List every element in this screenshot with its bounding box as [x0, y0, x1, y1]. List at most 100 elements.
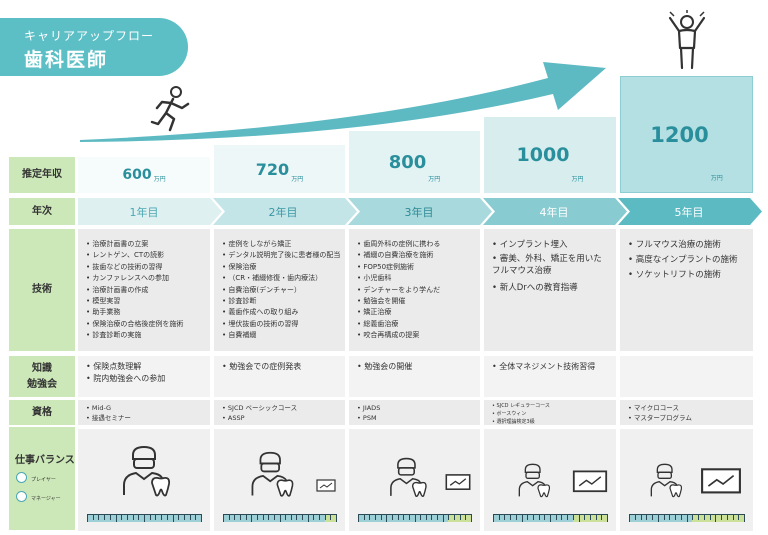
- ruler-tick: [262, 514, 264, 520]
- qualification-list: SJCD レギュラーコース ボースウィン 選択理論検定3級: [484, 400, 616, 426]
- salary-unit: 万円: [291, 176, 304, 183]
- ruler-tick: [629, 514, 630, 522]
- list-item: 勉強会を開催: [357, 296, 480, 307]
- list-item: 模型実習: [86, 296, 210, 307]
- skills-cell-1: 治療計画書の立案 レントゲン、CTの読影 抜歯などの技術の習得 カンファレンスへ…: [78, 229, 210, 351]
- ruler-tick: [437, 514, 439, 520]
- dentist-icon: [251, 451, 294, 497]
- list-item: 治療計画書の作成: [86, 285, 210, 296]
- qualification-list: JIADS PSM: [349, 400, 480, 423]
- ruler-tick: [144, 514, 145, 522]
- knowledge-cell-5: [620, 356, 753, 397]
- ruler-tick: [567, 514, 569, 520]
- list-item: インプラント埋入: [492, 238, 606, 253]
- list-item: ボースウィン: [492, 410, 616, 418]
- dentist-icon: [518, 463, 550, 498]
- ruler-tick: [493, 514, 494, 522]
- qualification-cell-2: SJCD ベーシックコース ASSP: [214, 400, 345, 425]
- ruler-tick: [228, 514, 230, 520]
- label-qualification-text: 資格: [32, 406, 52, 418]
- list-item: 勉強会の開催: [357, 361, 480, 373]
- list-item: SJCD ベーシックコース: [222, 403, 345, 413]
- list-item: 診査診断の実施: [86, 330, 210, 341]
- qualification-list: SJCD ベーシックコース ASSP: [214, 400, 345, 423]
- list-item: JIADS: [357, 403, 480, 413]
- ruler-tick: [195, 514, 197, 520]
- label-skills-text: 技術: [32, 284, 52, 296]
- label-balance-text: 仕事バランス: [15, 455, 75, 466]
- list-item: 抜歯などの技術の習得: [86, 262, 210, 273]
- ruler-tick: [290, 514, 292, 520]
- list-item: 補綴の自費治療を施術: [357, 250, 480, 261]
- ruler-tick: [87, 514, 88, 522]
- ruler-tick: [268, 514, 270, 520]
- label-year-text: 年次: [32, 205, 52, 217]
- ruler-tick: [498, 514, 500, 520]
- ruler-tick: [92, 514, 94, 520]
- qualification-cell-4: SJCD レギュラーコース ボースウィン 選択理論検定3級: [484, 400, 616, 425]
- ruler-tick: [709, 514, 711, 520]
- legend-manager: マネージャー: [31, 496, 61, 502]
- qualification-list: マイクロコース マスタープログラム: [620, 400, 753, 423]
- ruler-tick: [302, 514, 304, 520]
- list-item: 埋伏抜歯の技術の習得: [222, 319, 345, 330]
- ruler-tick: [239, 514, 241, 520]
- ruler-tick: [126, 514, 128, 520]
- ruler-tick: [319, 514, 321, 520]
- balance-ruler: [87, 514, 202, 522]
- ruler-tick: [471, 514, 472, 522]
- ruler-tick: [744, 514, 745, 522]
- salary-unit: 万円: [710, 175, 723, 182]
- ruler-tick: [138, 514, 140, 520]
- ruler-tick: [296, 514, 298, 520]
- ruler-tick: [595, 514, 597, 520]
- ruler-tick: [686, 514, 688, 522]
- list-item: （CR・補綴修復・歯内療法）: [222, 273, 345, 284]
- ruler-tick: [504, 514, 506, 520]
- balance-cell-1: [78, 429, 210, 531]
- ruler-tick: [313, 514, 315, 520]
- ruler-tick: [738, 514, 740, 520]
- ruler-tick: [465, 514, 467, 520]
- list-item: 矯正治療: [357, 307, 480, 318]
- ruler-tick: [515, 514, 517, 520]
- skills-list: 歯周外科の症例に携わる 補綴の自費治療を施術 FOP50症例施術 小児歯科 デン…: [349, 229, 480, 342]
- list-item: 接遇セミナー: [86, 413, 210, 423]
- qualification-cell-5: マイクロコース マスタープログラム: [620, 400, 753, 425]
- ruler-tick: [652, 514, 653, 520]
- list-item: 自費治療(デンチャー）: [222, 285, 345, 296]
- ruler-tick: [121, 514, 123, 520]
- label-knowledge: 知識 勉強会: [9, 356, 75, 397]
- list-item: 保険点数理解: [86, 361, 210, 373]
- year-label-5: 5年目: [674, 205, 704, 219]
- ruler-tick: [646, 514, 648, 520]
- knowledge-cell-2: 勉強会での症例発表: [214, 356, 345, 397]
- list-item: 保険治療の合格後症例を施術: [86, 319, 210, 330]
- knowledge-list: 勉強会での症例発表: [214, 356, 345, 373]
- ruler-tick: [544, 514, 546, 520]
- salary-unit: 万円: [571, 176, 584, 183]
- balance-ruler: [629, 514, 745, 522]
- list-item: 総義歯治療: [357, 319, 480, 330]
- ruler-tick: [420, 514, 422, 520]
- ruler-tick: [726, 514, 728, 520]
- ruler-tick: [109, 514, 111, 520]
- ruler-tick: [380, 514, 382, 520]
- ruler-tick: [279, 514, 281, 522]
- knowledge-list: 保険点数理解 院内勉強会への参加: [78, 356, 210, 385]
- list-item: 審美、外科、矯正を用いたフルマウス治療: [492, 253, 606, 277]
- cheering-person-icon: [668, 10, 706, 70]
- ruler-tick: [675, 514, 676, 520]
- ruler-tick: [336, 514, 337, 522]
- list-item: 義歯作成への取り組み: [222, 307, 345, 318]
- label-balance: 仕事バランス プレイヤー マネージャー: [9, 427, 75, 530]
- list-item: 治療計画書の立案: [86, 239, 210, 250]
- skills-list: インプラント埋入 審美、外科、矯正を用いたフルマウス治療 新人Drへの教育指導: [484, 229, 616, 296]
- whiteboard-icon: [316, 479, 336, 492]
- ruler-tick: [161, 514, 163, 520]
- ruler-tick: [234, 514, 236, 520]
- ruler-tick: [414, 514, 416, 522]
